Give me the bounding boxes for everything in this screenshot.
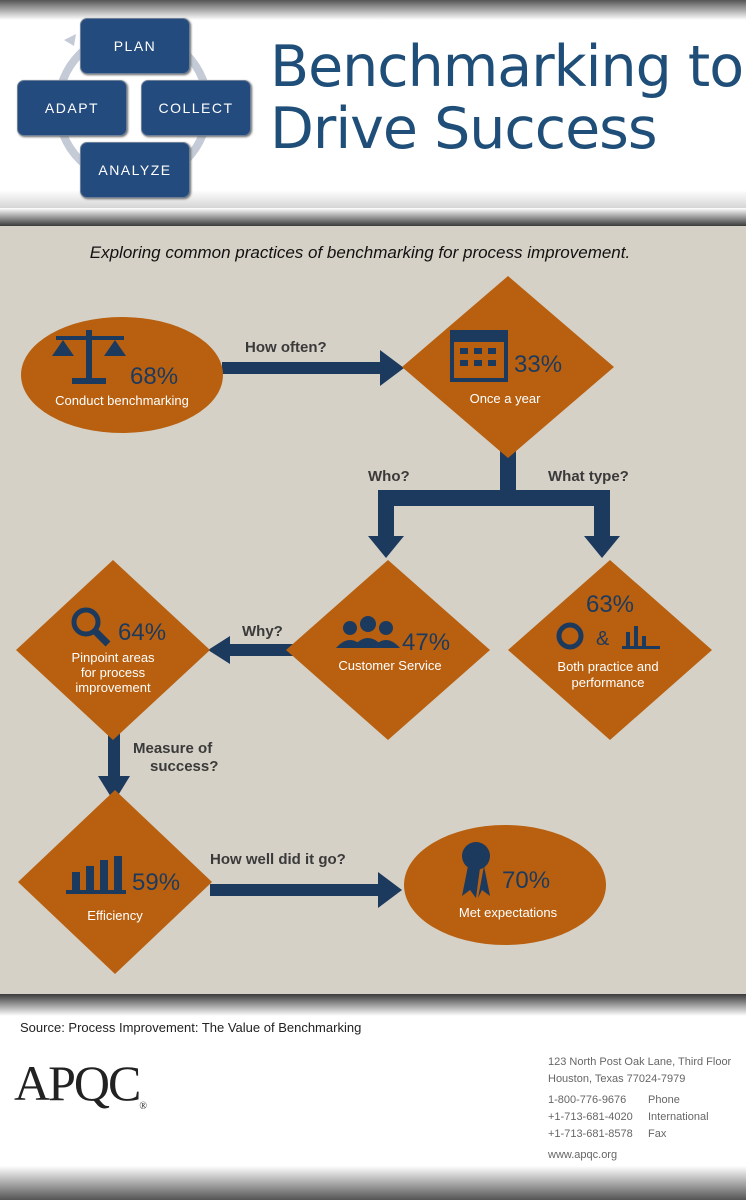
once-label: Once a year xyxy=(470,391,541,406)
cycle-adapt: ADAPT xyxy=(17,80,127,136)
phone-number: 1-800-776-9676 xyxy=(548,1094,627,1106)
customer-label: Customer Service xyxy=(338,658,441,673)
pinpoint-label-2: for process xyxy=(81,665,146,680)
address-line-1: 123 North Post Oak Lane, Third Floor xyxy=(548,1056,732,1068)
question-why: Why? xyxy=(242,623,283,640)
divider xyxy=(0,994,746,1016)
phone-number: +1-713-681-4020 xyxy=(548,1111,633,1123)
question-measure-2: success? xyxy=(150,758,218,775)
phone-number: +1-713-681-8578 xyxy=(548,1128,633,1140)
calendar-icon xyxy=(450,330,508,382)
divider xyxy=(0,208,746,226)
both-label-2: performance xyxy=(572,675,645,690)
met-label: Met expectations xyxy=(459,905,558,920)
logo-text: APQC xyxy=(14,1055,141,1111)
source-note: Source: Process Improvement: The Value o… xyxy=(20,1020,362,1035)
address-line-2: Houston, Texas 77024-7979 xyxy=(548,1073,686,1085)
phone-type: Fax xyxy=(648,1128,667,1140)
title-line-1: Benchmarking to xyxy=(270,34,744,100)
met-value: 70% xyxy=(502,867,550,894)
phone-type: International xyxy=(648,1111,709,1123)
once-value: 33% xyxy=(514,351,562,378)
header: PLAN COLLECT ANALYZE ADAPT Benchmarking … xyxy=(0,0,746,212)
node-both xyxy=(508,560,712,740)
question-how-well: How well did it go? xyxy=(210,851,346,868)
title-line-2: Drive Success xyxy=(270,96,658,162)
phone-row: +1-713-681-8578 Fax xyxy=(548,1126,731,1143)
cycle-and-chart-icon xyxy=(556,622,660,650)
subtitle: Exploring common practices of benchmarki… xyxy=(90,243,630,262)
node-conduct xyxy=(21,317,223,433)
efficiency-value: 59% xyxy=(132,869,180,896)
customer-value: 47% xyxy=(402,629,450,656)
ampersand: & xyxy=(596,628,610,650)
cycle-analyze: ANALYZE xyxy=(80,142,190,198)
flowchart: Exploring common practices of benchmarki… xyxy=(0,226,746,996)
scale-icon xyxy=(52,330,126,384)
bar-chart-icon xyxy=(66,856,126,894)
pinpoint-label-3: improvement xyxy=(75,680,151,695)
cycle-plan: PLAN xyxy=(80,18,190,74)
magnifier-icon xyxy=(71,607,111,647)
contact-info: 123 North Post Oak Lane, Third Floor Hou… xyxy=(548,1054,731,1164)
connectors xyxy=(98,350,620,908)
conduct-value: 68% xyxy=(130,363,178,390)
node-pinpoint xyxy=(16,560,210,740)
efficiency-label: Efficiency xyxy=(87,908,143,923)
both-value: 63% xyxy=(586,591,634,618)
node-met xyxy=(404,825,606,945)
apqc-logo: APQC® xyxy=(14,1055,147,1112)
phone-type: Phone xyxy=(648,1094,680,1106)
pinpoint-label-1: Pinpoint areas xyxy=(71,650,155,665)
footer: Source: Process Improvement: The Value o… xyxy=(0,1016,746,1200)
question-measure-1: Measure of xyxy=(133,740,213,757)
conduct-label: Conduct benchmarking xyxy=(55,393,189,408)
ribbon-icon xyxy=(462,842,490,898)
question-how-often: How often? xyxy=(245,339,327,356)
question-what-type: What type? xyxy=(548,468,629,485)
question-who: Who? xyxy=(368,468,410,485)
both-label-1: Both practice and xyxy=(557,659,658,674)
node-customer xyxy=(286,560,490,740)
pinpoint-value: 64% xyxy=(118,619,166,646)
people-icon xyxy=(336,616,400,648)
phone-row: 1-800-776-9676 Phone xyxy=(548,1092,731,1109)
website-link[interactable]: www.apqc.org xyxy=(548,1149,618,1161)
cycle-collect: COLLECT xyxy=(141,80,251,136)
phone-row: +1-713-681-4020 International xyxy=(548,1109,731,1126)
